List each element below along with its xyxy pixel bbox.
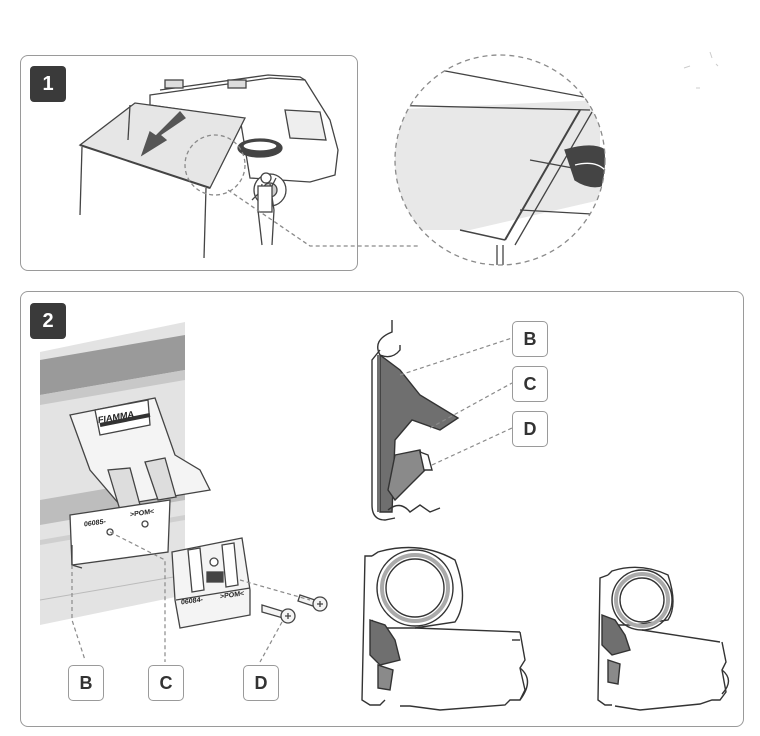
roller-cross-section-right	[597, 566, 730, 711]
leader-lines-bottom	[71, 531, 311, 663]
leader-lines-profile	[399, 337, 513, 466]
callout-b-profile: B	[512, 321, 548, 357]
faint-marks	[683, 51, 719, 89]
screws	[261, 594, 328, 624]
profile-cross-section	[371, 320, 460, 521]
callout-c-bottom: C	[148, 665, 184, 701]
roller-cross-section-left	[361, 546, 529, 711]
clip-part	[171, 537, 251, 629]
callout-b-bottom: B	[68, 665, 104, 701]
step-1-badge: 1	[30, 66, 66, 102]
callout-d-bottom: D	[243, 665, 279, 701]
awning-bracket	[69, 397, 211, 569]
step-2-badge: 2	[30, 303, 66, 339]
callout-d-profile: D	[512, 411, 548, 447]
caravan-awning-illustration	[78, 74, 420, 259]
callout-c-profile: C	[512, 366, 548, 402]
zoom-detail-circle	[394, 54, 606, 266]
